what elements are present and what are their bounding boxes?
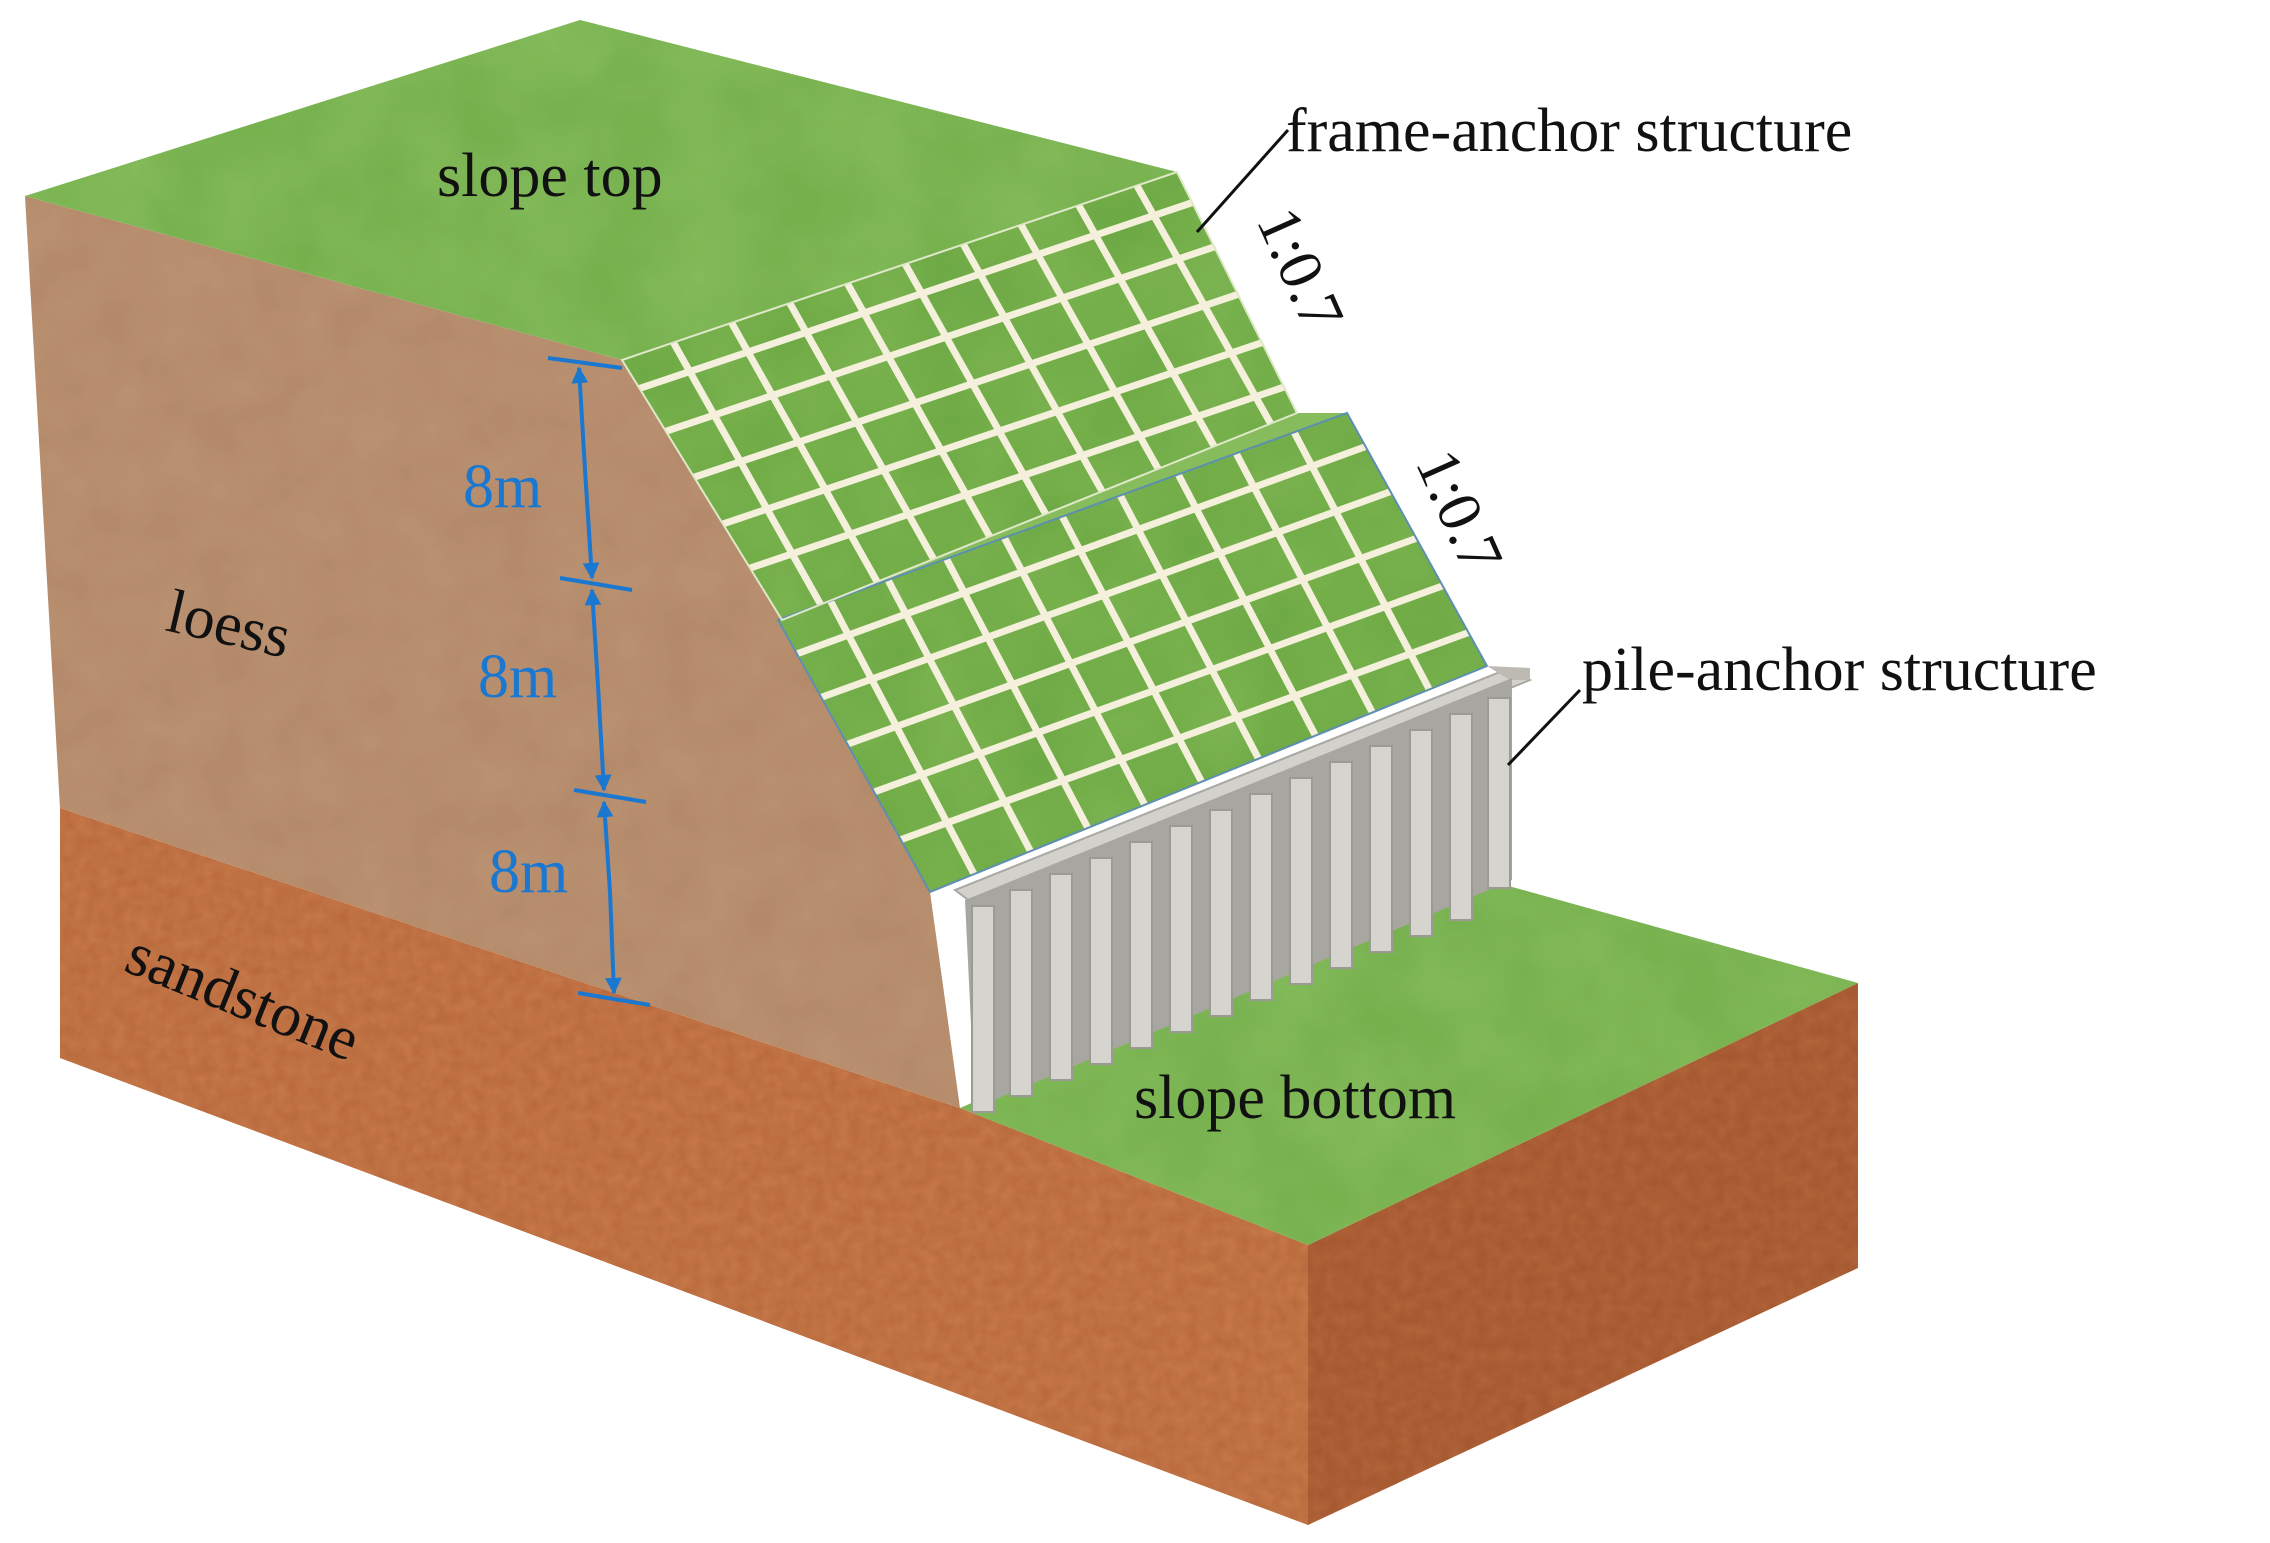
dimension-arrow-1a: [571, 366, 589, 471]
sandstone-front-face: [60, 808, 1308, 1525]
ratio-upper-label: 1:0.7: [1243, 198, 1356, 341]
sandstone-right-face: [1308, 983, 1858, 1525]
dimension-tick-2: [573, 788, 647, 804]
upper-slope-face: [622, 172, 1297, 620]
dimension-arrow-2b: [594, 685, 612, 792]
dimension-arrow-3b: [605, 891, 622, 995]
dimension-tick-1: [559, 576, 633, 592]
dimension-label-2: 8m: [478, 643, 557, 711]
dimension-arrow-1b: [582, 469, 600, 580]
dimension-tick-top: [547, 356, 623, 370]
dimension-label-1: 8m: [463, 453, 542, 521]
slope-bottom-surface: [960, 880, 1858, 1245]
loess-front-face: [25, 196, 960, 1108]
dimension-tick-bottom: [577, 991, 651, 1007]
slope-bottom-label: slope bottom: [1134, 1064, 1456, 1132]
pile-anchor-label: pile-anchor structure: [1582, 636, 2097, 704]
pile-anchor-leader: [1506, 688, 1582, 767]
dimension-lines: [547, 356, 651, 1007]
frame-anchor-grid-upper: [622, 182, 1297, 620]
dimension-label-3: 8m: [489, 838, 568, 906]
pile-anchor-structure: [952, 666, 1533, 1113]
slope-top-surface: [25, 20, 1177, 360]
frame-anchor-label: frame-anchor structure: [1286, 97, 1852, 165]
slope-top-label: slope top: [437, 142, 663, 210]
dimension-arrow-2a: [584, 588, 602, 687]
frame-anchor-leader: [1195, 129, 1290, 233]
frame-anchor-grid-lower: [778, 430, 1472, 892]
dimension-arrow-3a: [596, 800, 614, 893]
pile-cap-top: [1487, 666, 1530, 680]
